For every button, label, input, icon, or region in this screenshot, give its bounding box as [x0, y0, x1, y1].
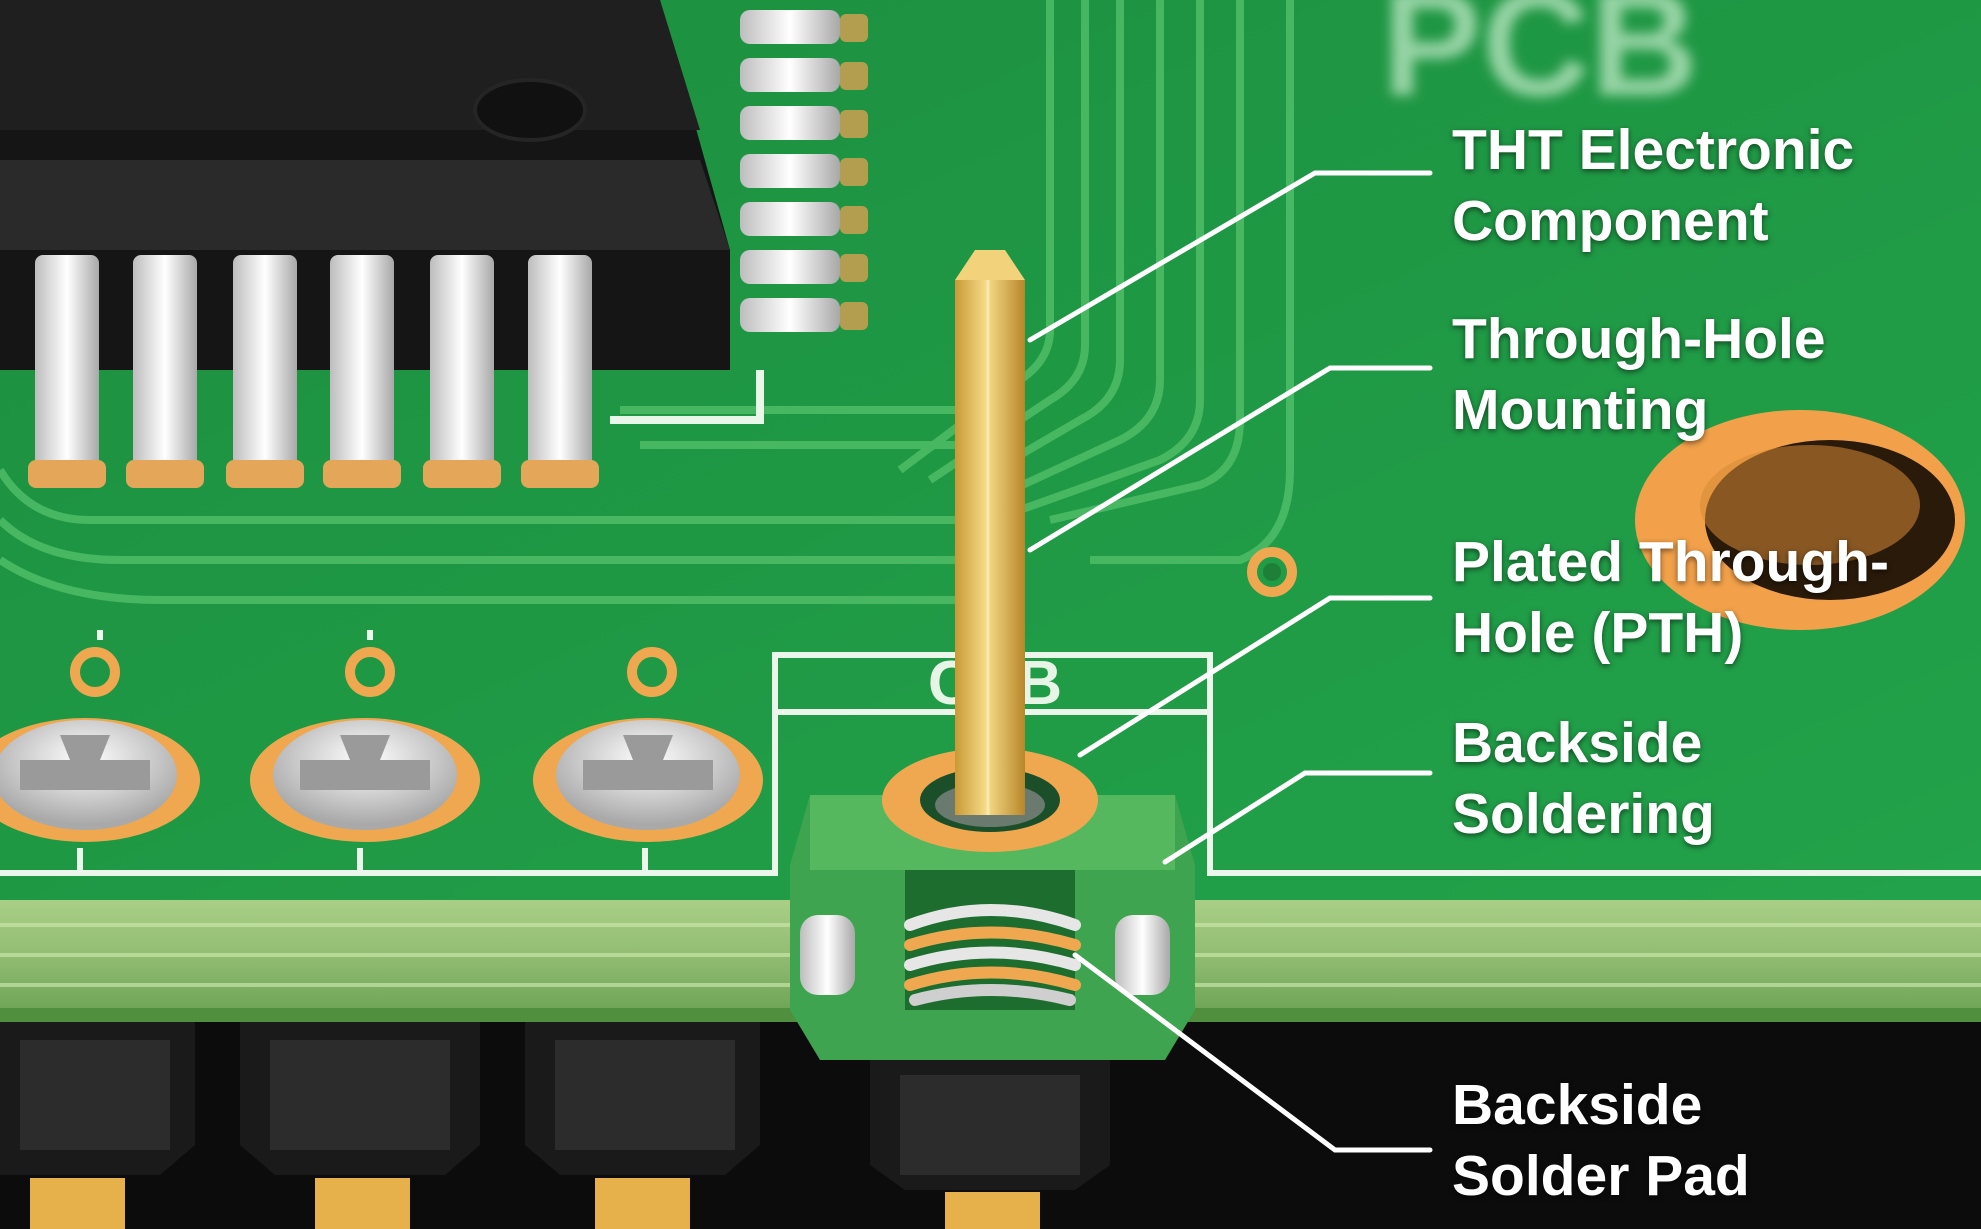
- callout-line: Soldering: [1452, 782, 1715, 846]
- callout-through-hole-mounting: Through-Hole Mounting: [1452, 304, 1972, 446]
- callout-line: THT Electronic: [1452, 118, 1855, 182]
- callout-line: Backside: [1452, 1073, 1703, 1137]
- board-marking: PCB: [1382, 0, 1699, 127]
- silkscreen-line: [610, 370, 764, 424]
- callout-line: Through-Hole: [1452, 307, 1826, 371]
- callout-line: Plated Through-: [1452, 530, 1889, 594]
- small-pads: [70, 547, 1297, 697]
- callout-tht-component: THT Electronic Component: [1452, 115, 1972, 257]
- callout-line: Component: [1452, 189, 1769, 253]
- callout-line: Hole (PTH): [1452, 601, 1744, 665]
- leader-backside-soldering: [1162, 770, 1433, 865]
- callout-line: Backside: [1452, 711, 1703, 775]
- bottom-connectors: [0, 1022, 1110, 1229]
- callout-pth: Plated Through- Hole (PTH): [1452, 527, 1972, 669]
- copper-mounting-ring: [1635, 410, 1965, 630]
- callout-backside-soldering: Backside Soldering: [1452, 708, 1972, 850]
- leader-lines: [1027, 170, 1433, 1153]
- callout-backside-solder-pad: Backside Solder Pad: [1452, 1070, 1972, 1212]
- callout-line: Mounting: [1452, 378, 1709, 442]
- tht-pin: [955, 250, 1025, 815]
- leader-tht-component: [1027, 170, 1433, 343]
- leader-pth: [1077, 595, 1433, 758]
- leader-backside-solder-pad: [1072, 952, 1433, 1153]
- ic-chip: [0, 0, 868, 488]
- board-layers: [0, 900, 1981, 1022]
- leader-through-hole-mounting: [1027, 365, 1433, 553]
- board-traces: [0, 0, 1294, 604]
- callout-line: Solder Pad: [1452, 1144, 1750, 1208]
- pth-assembly: [790, 748, 1195, 1060]
- screw-row: [0, 718, 763, 842]
